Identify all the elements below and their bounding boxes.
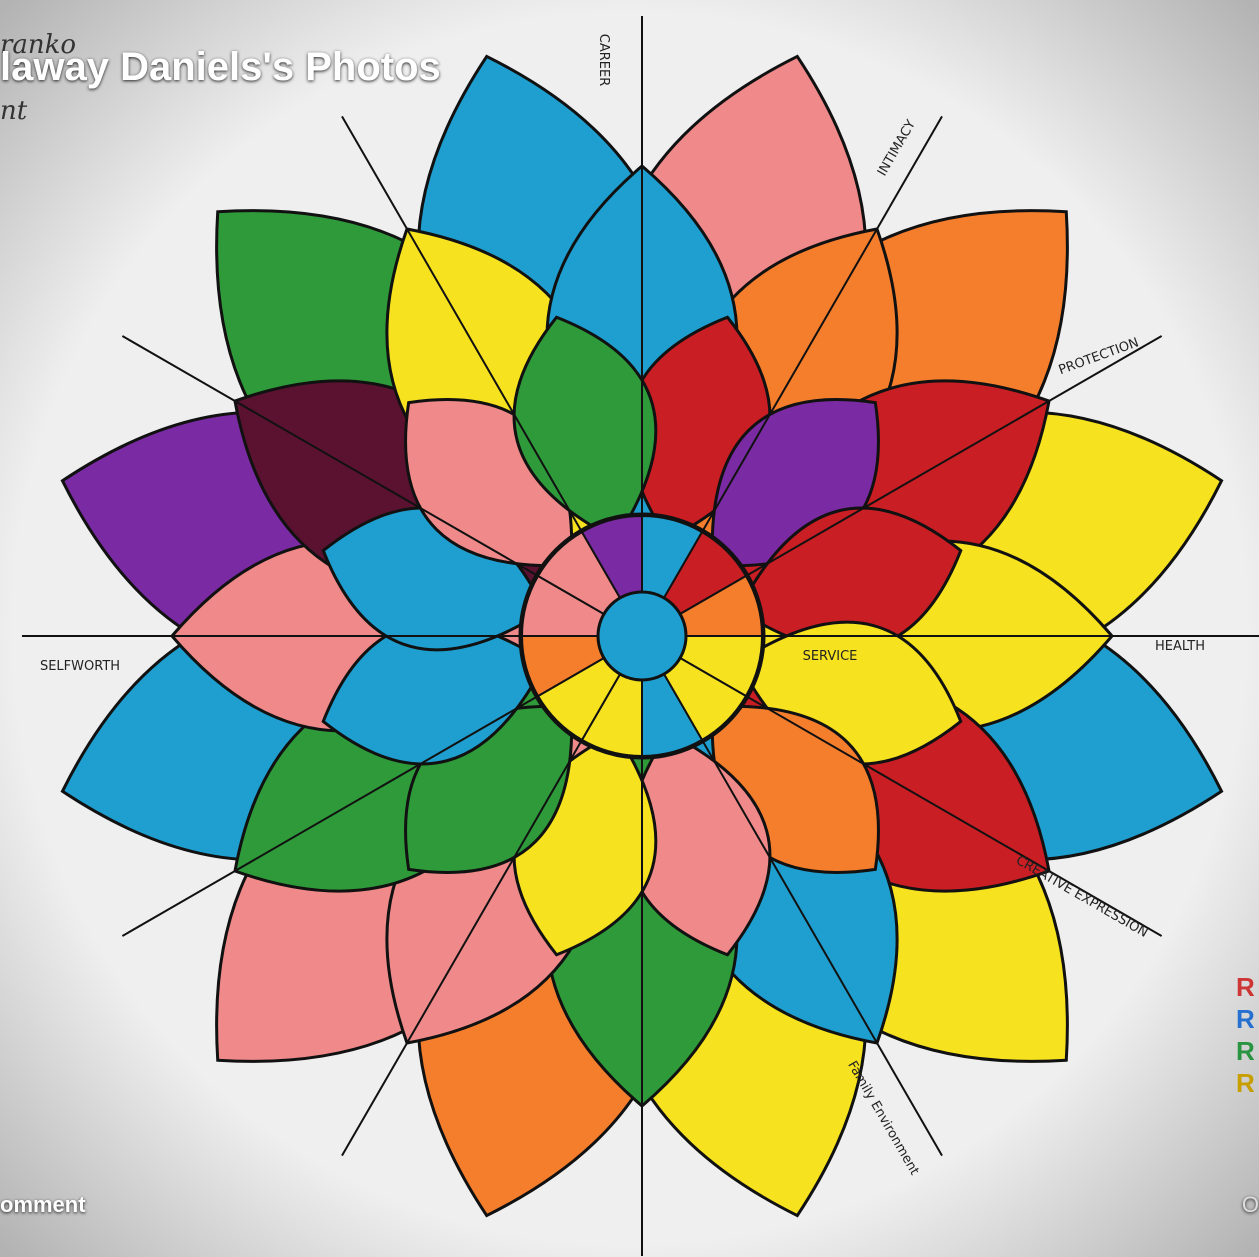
album-title-link[interactable]: laway Daniels's Photos xyxy=(0,45,441,90)
options-button[interactable]: O xyxy=(1242,1192,1259,1218)
caption-fragment: nt xyxy=(0,96,27,126)
comment-button[interactable]: omment xyxy=(0,1192,86,1218)
